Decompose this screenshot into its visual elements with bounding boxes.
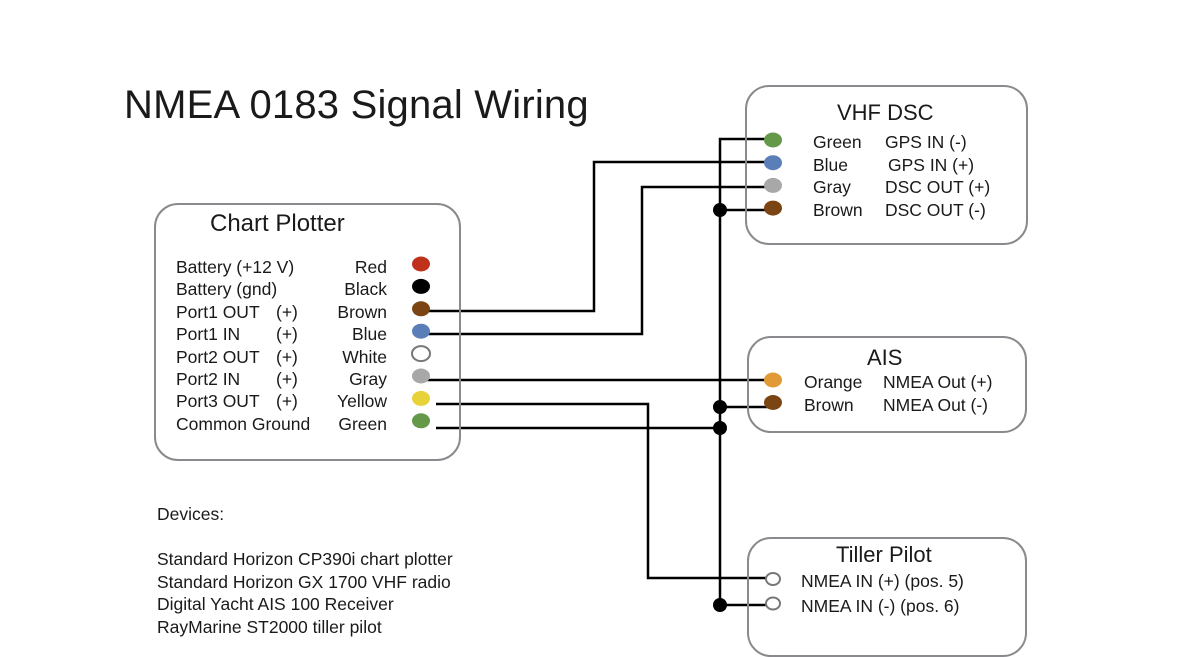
pin-dot-gray bbox=[764, 177, 782, 193]
device-item: RayMarine ST2000 tiller pilot bbox=[157, 616, 382, 637]
pin-signal-label: NMEA IN (+) (pos. 5) bbox=[801, 571, 964, 591]
wire-port1-out-to-vhf-gps-in-plus bbox=[421, 160, 773, 313]
vhf-dsc-title: VHF DSC bbox=[837, 100, 934, 125]
pin-dot-white bbox=[411, 345, 431, 363]
pin-signal-label: Battery (+12 V) bbox=[176, 257, 295, 277]
pin-signal-label: NMEA Out (+) bbox=[883, 372, 993, 392]
pin-signal-label: DSC OUT (-) bbox=[885, 200, 986, 221]
ais-title: AIS bbox=[867, 345, 903, 370]
pin-terminal-open bbox=[765, 572, 781, 586]
pin-color-label: Green bbox=[813, 132, 862, 152]
chart-plotter-title: Chart Plotter bbox=[210, 210, 345, 237]
pin-polarity-label: (+) bbox=[276, 324, 298, 345]
pin-signal-label: Port2 IN bbox=[176, 369, 241, 389]
pin-polarity-label: (+) bbox=[276, 346, 298, 367]
wire-port1-in-to-vhf-dsc-out-plus bbox=[421, 185, 773, 336]
pin-signal-label: Port3 OUT bbox=[176, 391, 260, 412]
pin-signal-label: GPS IN (+) bbox=[888, 154, 975, 175]
pin-signal-label: Common Ground bbox=[176, 413, 311, 434]
pin-dot-green bbox=[412, 413, 430, 429]
pin-polarity-label: (+) bbox=[276, 369, 298, 389]
junction-tiller bbox=[713, 598, 727, 612]
wire-port3-out-to-tiller-in-plus bbox=[436, 402, 766, 580]
device-item: Standard Horizon CP390i chart plotter bbox=[157, 549, 453, 569]
pin-polarity-label: (+) bbox=[276, 301, 298, 322]
pin-color-label: Black bbox=[344, 279, 387, 300]
pin-signal-label: Port2 OUT bbox=[176, 346, 260, 367]
pin-color-label: Green bbox=[338, 413, 387, 434]
pin-signal-label: Battery (gnd) bbox=[176, 279, 278, 300]
pin-color-label: Brown bbox=[804, 394, 854, 415]
pin-dot-yellow bbox=[412, 390, 430, 406]
device-item: Standard Horizon GX 1700 VHF radio bbox=[157, 571, 451, 592]
pin-dot-green bbox=[764, 132, 782, 148]
pin-color-label: Orange bbox=[804, 372, 863, 392]
diagram-title: NMEA 0183 Signal Wiring bbox=[124, 83, 589, 127]
pin-dot-red bbox=[412, 256, 430, 272]
pin-dot-brown bbox=[764, 200, 782, 216]
ais-box bbox=[747, 336, 1027, 433]
pin-color-label: Blue bbox=[813, 154, 849, 175]
pin-dot-blue bbox=[412, 323, 430, 339]
pin-color-label: Gray bbox=[813, 177, 851, 198]
pin-color-label: Brown bbox=[337, 301, 387, 322]
pin-color-label: Blue bbox=[351, 324, 387, 345]
pin-dot-brown bbox=[764, 395, 782, 410]
pin-signal-label: GPS IN (-) bbox=[885, 132, 967, 152]
pin-dot-blue bbox=[764, 155, 782, 171]
junction-ais bbox=[713, 400, 727, 414]
pin-color-label: Gray bbox=[349, 369, 387, 389]
pin-polarity-label: (+) bbox=[276, 391, 298, 412]
pin-dot-orange bbox=[764, 372, 782, 388]
devices-heading: Devices: bbox=[157, 504, 225, 524]
pin-dot-brown bbox=[412, 301, 430, 317]
junction-vhf bbox=[713, 203, 727, 217]
pin-signal-label: NMEA IN (-) (pos. 6) bbox=[801, 595, 960, 616]
pin-signal-label: Port1 IN bbox=[176, 324, 241, 345]
pin-dot-gray bbox=[412, 368, 430, 384]
pin-signal-label: DSC OUT (+) bbox=[885, 177, 991, 198]
ground-bus bbox=[718, 137, 773, 605]
pin-color-label: Yellow bbox=[337, 391, 387, 412]
wiring-layer bbox=[411, 132, 782, 612]
pin-dot-black bbox=[412, 278, 430, 294]
pin-color-label: Red bbox=[354, 257, 387, 277]
pin-signal-label: Port1 OUT bbox=[176, 301, 260, 322]
tiller-pilot-title: Tiller Pilot bbox=[836, 542, 932, 567]
pin-signal-label: NMEA Out (-) bbox=[883, 394, 989, 415]
devices-list: Devices: Standard Horizon CP390i chart p… bbox=[157, 503, 453, 638]
pin-terminal-open bbox=[765, 596, 781, 611]
pin-color-label: White bbox=[342, 346, 387, 367]
device-item: Digital Yacht AIS 100 Receiver bbox=[157, 594, 394, 614]
pin-color-label: Brown bbox=[813, 200, 863, 221]
junction-ground bbox=[713, 421, 727, 435]
vhf-dsc-box bbox=[745, 85, 1028, 245]
chart-plotter-box bbox=[154, 203, 461, 461]
